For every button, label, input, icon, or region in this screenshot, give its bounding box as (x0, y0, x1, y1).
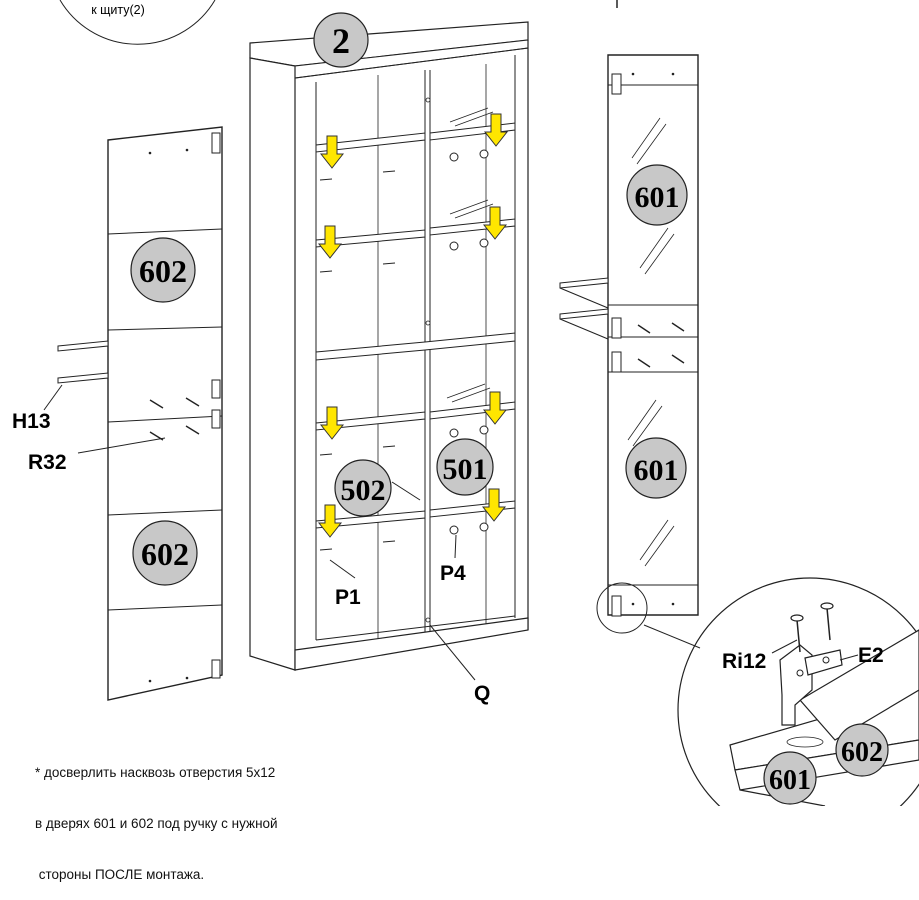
label-ri12: Ri12 (722, 650, 766, 673)
badge-top: 2 (313, 12, 369, 68)
right-door-601 (607, 54, 699, 617)
svg-text:502: 502 (341, 474, 386, 507)
svg-text:501: 501 (443, 453, 488, 486)
svg-text:2: 2 (332, 21, 350, 61)
svg-text:601: 601 (635, 181, 680, 214)
leader-lines (43, 384, 859, 681)
h13-brackets-right (559, 277, 609, 340)
svg-text:602: 602 (141, 536, 189, 572)
badge-shelf-left: 502 (334, 459, 392, 517)
h13-brackets-left (57, 340, 109, 402)
badge-detail-a: 601 (763, 751, 817, 805)
assembly-diagram: к щиту(2) (12, 0, 919, 806)
label-p4: P4 (440, 562, 466, 585)
label-r32: R32 (28, 451, 67, 474)
left-door-602 (107, 126, 223, 701)
note-line: в дверях 601 и 602 под ручку с нужной (35, 816, 278, 831)
label-q: Q (474, 682, 490, 705)
badge-right-door-bottom: 601 (625, 437, 687, 499)
svg-text:602: 602 (139, 253, 187, 289)
corner-text: к щиту(2) (91, 3, 145, 17)
note-line: * досверлить насквозь отверстия 5х12 (35, 765, 276, 780)
badge-shelf-right: 501 (436, 438, 494, 496)
badge-detail-b: 602 (835, 723, 889, 777)
note-line: стороны ПОСЛЕ монтажа. (35, 867, 205, 882)
label-e2: E2 (858, 644, 884, 667)
detail-callout-circle-top (59, 0, 216, 45)
badge-left-door-bottom: 602 (132, 520, 198, 586)
svg-text:601: 601 (634, 454, 679, 487)
label-h13: H13 (12, 410, 51, 433)
cabinet-body (249, 21, 529, 671)
drilling-note: * досверлить насквозь отверстия 5х12 в д… (35, 730, 278, 900)
badge-left-door-top: 602 (130, 237, 196, 303)
badge-right-door-top: 601 (626, 164, 688, 226)
label-p1: P1 (335, 586, 361, 609)
svg-text:602: 602 (841, 737, 883, 768)
svg-text:601: 601 (769, 765, 811, 796)
